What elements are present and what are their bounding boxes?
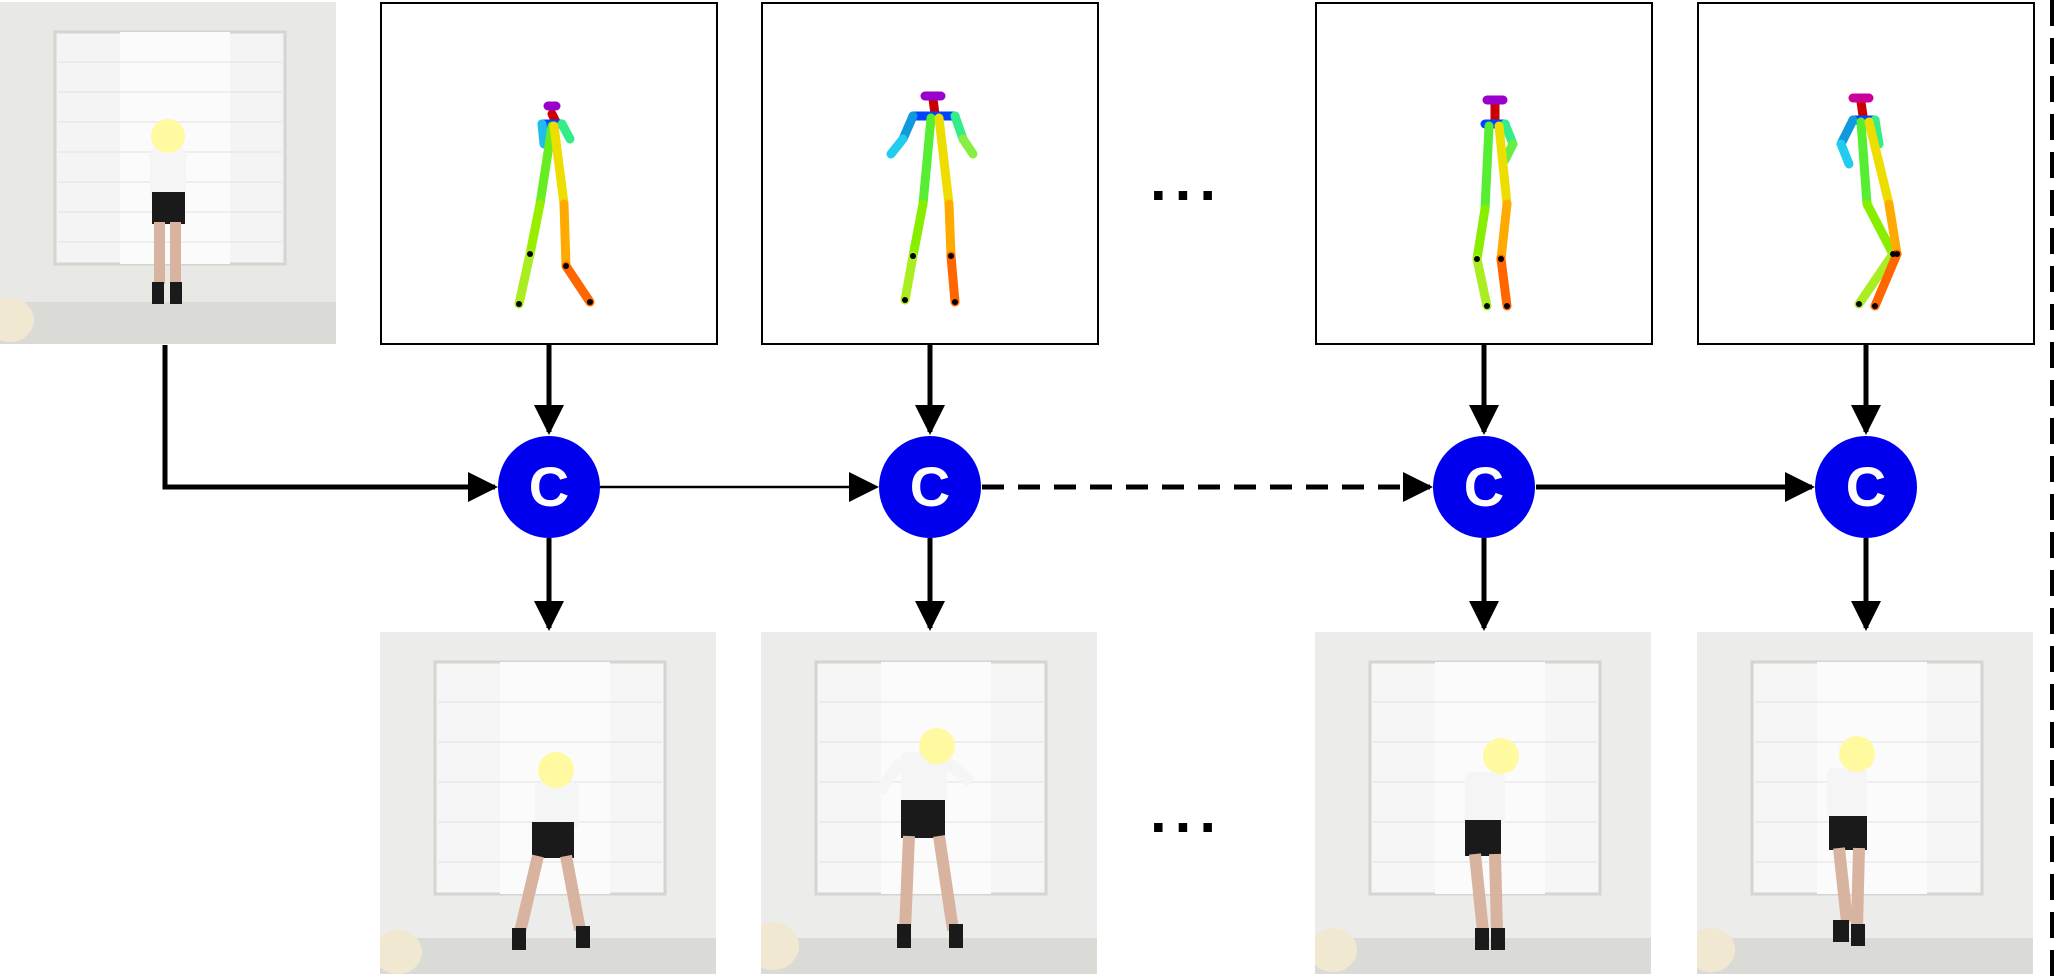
face-mask-icon [1483, 738, 1519, 774]
skeleton-pose-icon [886, 91, 978, 307]
concat-node-4: C [1815, 436, 1917, 538]
concat-node-label: C [910, 455, 950, 518]
skeleton-pose-icon [1472, 95, 1518, 311]
pose-frame-2 [761, 2, 1099, 345]
source-to-c1-arrow [162, 345, 498, 502]
concat-node-label: C [1846, 455, 1886, 518]
concat-node-2: C [879, 436, 981, 538]
output-frame-1 [380, 632, 716, 974]
ellipsis-top: ... [1150, 146, 1225, 213]
concat-node-1: C [498, 436, 600, 538]
pose-frame-1 [380, 2, 718, 345]
output-frame-4 [1697, 632, 2033, 974]
face-mask-icon [151, 119, 185, 153]
face-mask-icon [538, 752, 574, 788]
output-frame-3 [1315, 632, 1651, 974]
pose-frame-4 [1697, 2, 2035, 345]
face-mask-icon [1839, 736, 1875, 772]
concat-node-label: C [529, 455, 569, 518]
dancer-output-photo [761, 632, 1097, 974]
dancer-output-photo [1315, 632, 1651, 974]
dancer-output-photo [380, 632, 716, 974]
pose-frame-3 [1315, 2, 1653, 345]
concat-node-3: C [1433, 436, 1535, 538]
skeleton-pose-icon [1836, 93, 1902, 311]
dancer-output-photo [1697, 632, 2033, 974]
ellipsis-bottom: ... [1150, 778, 1225, 845]
dancer-figure [150, 147, 186, 304]
output-frame-2 [761, 632, 1097, 974]
concat-node-label: C [1464, 455, 1504, 518]
source-reference-photo [0, 2, 336, 344]
face-mask-icon [919, 728, 955, 764]
skeleton-pose-icon [514, 101, 595, 309]
